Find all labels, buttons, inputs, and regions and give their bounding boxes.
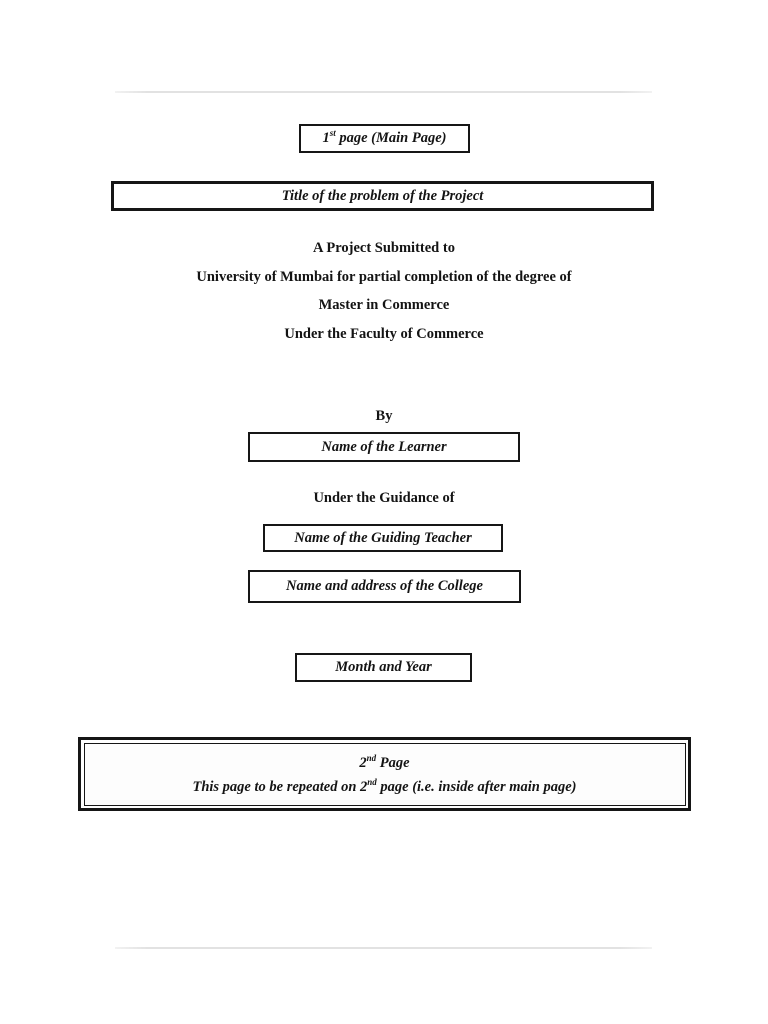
month-year-box: Month and Year bbox=[295, 653, 472, 682]
submission-line-2: University of Mumbai for partial complet… bbox=[196, 268, 572, 285]
submission-line-1: A Project Submitted to bbox=[313, 240, 455, 256]
first-page-label-box: 1st page (Main Page) bbox=[299, 124, 470, 153]
learner-name-box: Name of the Learner bbox=[248, 432, 520, 462]
guidance-label: Under the Guidance of bbox=[313, 490, 455, 506]
month-year-label: Month and Year bbox=[335, 659, 432, 675]
teacher-name-box: Name of the Guiding Teacher bbox=[263, 524, 503, 552]
second-page-note-inner: 2nd Page This page to be repeated on 2nd… bbox=[83, 742, 686, 806]
project-title-box: Title of the problem of the Project bbox=[111, 181, 654, 211]
superscript-nd: nd bbox=[366, 753, 377, 764]
college-name-box: Name and address of the College bbox=[248, 570, 521, 603]
project-title-label: Title of the problem of the Project bbox=[281, 187, 484, 204]
page-separator-bottom bbox=[115, 947, 652, 949]
learner-name-label: Name of the Learner bbox=[321, 438, 447, 455]
second-page-note: This page to be repeated on 2nd page (i.… bbox=[192, 777, 577, 795]
by-label: By bbox=[375, 408, 393, 424]
superscript-st: st bbox=[329, 128, 336, 139]
submission-line-4: Under the Faculty of Commerce bbox=[284, 325, 484, 342]
page-separator-top bbox=[115, 91, 652, 93]
teacher-name-label: Name of the Guiding Teacher bbox=[294, 529, 472, 546]
submission-line-3: Master in Commerce bbox=[318, 297, 450, 313]
superscript-nd: nd bbox=[367, 777, 377, 788]
college-name-label: Name and address of the College bbox=[286, 578, 483, 594]
second-page-note-box: 2nd Page This page to be repeated on 2nd… bbox=[78, 737, 691, 811]
submission-lines: A Project Submitted to University of Mum… bbox=[0, 234, 768, 348]
first-page-label: 1st page (Main Page) bbox=[322, 128, 447, 146]
second-page-heading: 2nd Page bbox=[359, 753, 410, 771]
